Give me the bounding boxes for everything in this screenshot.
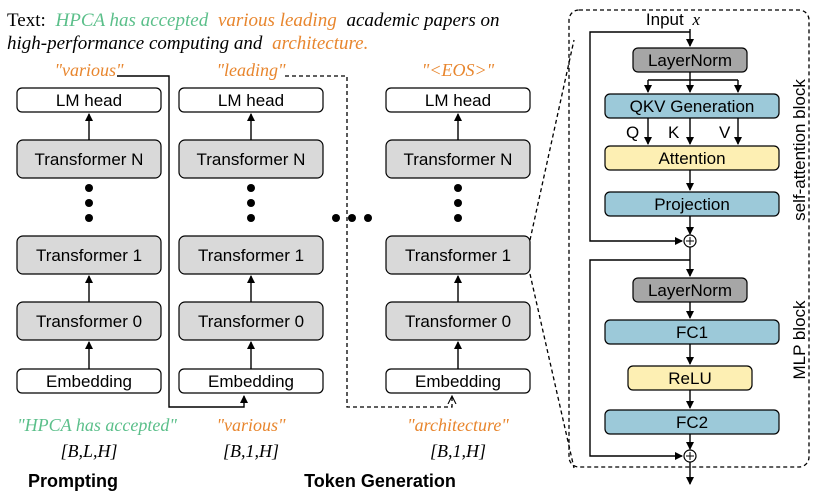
- ellipsis-dot: [454, 214, 462, 222]
- column-prompting: "various" LM head Transformer N Transfor…: [16, 60, 177, 461]
- transformer-1-label: Transformer 1: [36, 246, 142, 265]
- input-text: "various": [216, 415, 286, 435]
- output-token: "leading": [216, 60, 286, 80]
- transformer-layer-detail: Input x LayerNorm QKV Generation Q K V A…: [568, 9, 810, 485]
- output-token: "various": [54, 60, 124, 80]
- input-text: "HPCA has accepted": [17, 415, 177, 435]
- fc1-label: FC1: [676, 323, 708, 342]
- self-attention-block-label: self-attention block: [790, 79, 809, 221]
- transformer-n-label: Transformer N: [35, 150, 144, 169]
- tensor-shape: [B,1,H]: [430, 441, 486, 461]
- residual-connection: [589, 259, 690, 460]
- feedback-arrow-various: [117, 75, 248, 408]
- tensor-shape: [B,L,H]: [60, 441, 117, 461]
- fc2-box: [604, 409, 780, 435]
- projection-box: [604, 191, 780, 217]
- input-text: "architecture": [407, 415, 509, 435]
- zoom-connector: [529, 39, 575, 241]
- transformer-0-label: Transformer 0: [405, 312, 511, 331]
- transformer-1-label: Transformer 1: [405, 246, 511, 265]
- ellipsis-dot: [454, 184, 462, 192]
- ellipsis-dot: [247, 214, 255, 222]
- k-label: K: [668, 123, 680, 142]
- lm-head-label: LM head: [56, 91, 122, 110]
- caption-text: high-performance computing and: [7, 33, 263, 54]
- transformer-1-box: [16, 235, 162, 275]
- fc2-label: FC2: [676, 413, 708, 432]
- phase-label-prompting: Prompting: [28, 471, 118, 491]
- ellipsis-dot: [364, 214, 372, 222]
- projection-label: Projection: [654, 195, 730, 214]
- lm-head-box: [16, 87, 162, 113]
- ellipsis-dot: [85, 214, 93, 222]
- ellipsis-dot: [247, 199, 255, 207]
- lm-head-box: [178, 87, 324, 113]
- caption-generated-text: various leading: [218, 10, 337, 31]
- relu-label: ReLU: [668, 369, 711, 388]
- caption-prefix: Text:: [7, 10, 46, 31]
- layernorm-label: LayerNorm: [648, 281, 732, 300]
- qkv-generation-box: [604, 93, 780, 119]
- caption-prompt-text: HPCA has accepted: [55, 10, 209, 31]
- tensor-shape: [B,1,H]: [223, 441, 279, 461]
- caption-text: academic papers on: [346, 10, 499, 31]
- ellipsis-dot: [85, 184, 93, 192]
- embedding-label: Embedding: [46, 372, 132, 391]
- caption-line-1: Text: HPCA has accepted various leading …: [7, 10, 499, 31]
- fc1-box: [604, 319, 780, 345]
- ellipsis-dot: [348, 214, 356, 222]
- ellipsis-dot: [85, 199, 93, 207]
- q-label: Q: [626, 123, 639, 142]
- embedding-label: Embedding: [415, 372, 501, 391]
- attention-box: [604, 145, 780, 171]
- detail-panel-border: [568, 9, 810, 468]
- mlp-block-label: MLP block: [790, 300, 809, 380]
- feedback-arrow-dashed: [285, 75, 452, 408]
- zoom-connector: [529, 273, 575, 469]
- transformer-1-box: [385, 235, 531, 275]
- ellipsis-dot: [454, 199, 462, 207]
- output-token: "<EOS>": [422, 60, 495, 80]
- residual-connection: [589, 31, 690, 245]
- lm-head-label: LM head: [218, 91, 284, 110]
- transformer-n-label: Transformer N: [404, 150, 513, 169]
- lm-head-box: [385, 87, 531, 113]
- qkv-generation-label: QKV Generation: [630, 97, 755, 116]
- caption-line-2: high-performance computing and architect…: [7, 33, 368, 54]
- column-generation-step-1: "leading" LM head Transformer N Transfor…: [178, 60, 324, 461]
- v-label: V: [719, 123, 731, 142]
- transformer-0-label: Transformer 0: [198, 312, 304, 331]
- column-generation-step-final: "<EOS>" LM head Transformer N Transforme…: [385, 60, 531, 461]
- transformer-1-label: Transformer 1: [198, 246, 304, 265]
- lm-head-label: LM head: [425, 91, 491, 110]
- input-label: Input x: [646, 10, 701, 29]
- ellipsis-dot: [332, 214, 340, 222]
- layernorm-label: LayerNorm: [648, 51, 732, 70]
- transformer-n-label: Transformer N: [197, 150, 306, 169]
- attention-label: Attention: [658, 149, 725, 168]
- ellipsis-dot: [247, 184, 255, 192]
- transformer-0-label: Transformer 0: [36, 312, 142, 331]
- phase-label-token-generation: Token Generation: [304, 471, 456, 491]
- transformer-1-box: [178, 235, 324, 275]
- caption-generated-text: architecture.: [272, 33, 368, 54]
- embedding-label: Embedding: [208, 372, 294, 391]
